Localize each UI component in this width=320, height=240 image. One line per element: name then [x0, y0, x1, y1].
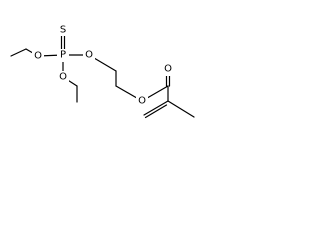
atom-oxygen-left: O: [32, 50, 44, 63]
atom-label-oxygen-bottom: O: [59, 72, 67, 83]
atom-oxygen-bottom: O: [57, 71, 69, 84]
bond-vinyl-double-b: [144, 104, 168, 119]
bond-ethyl-left-c1-c2: [10, 48, 27, 57]
atom-label-oxygen-carbonyl: O: [164, 64, 172, 75]
chemical-structure: S P O O O O O: [10, 23, 195, 119]
atom-oxygen-right: O: [83, 49, 95, 62]
atom-oxygen-ester: O: [136, 95, 148, 108]
atom-sulfur: S: [57, 23, 69, 36]
atom-label-sulfur: S: [60, 25, 66, 36]
atom-label-oxygen-left: O: [34, 51, 42, 62]
atom-phosphorus: P: [57, 49, 69, 62]
atom-label-oxygen-right: O: [85, 50, 93, 61]
atom-label-oxygen-ester: O: [138, 96, 146, 107]
atom-label-phosphorus: P: [60, 50, 66, 61]
atoms: S P O O O O O: [32, 23, 174, 108]
bond-methyl: [167, 100, 195, 118]
atom-oxygen-carbonyl: O: [162, 63, 174, 76]
bond-vinyl-double-a: [143, 100, 169, 116]
